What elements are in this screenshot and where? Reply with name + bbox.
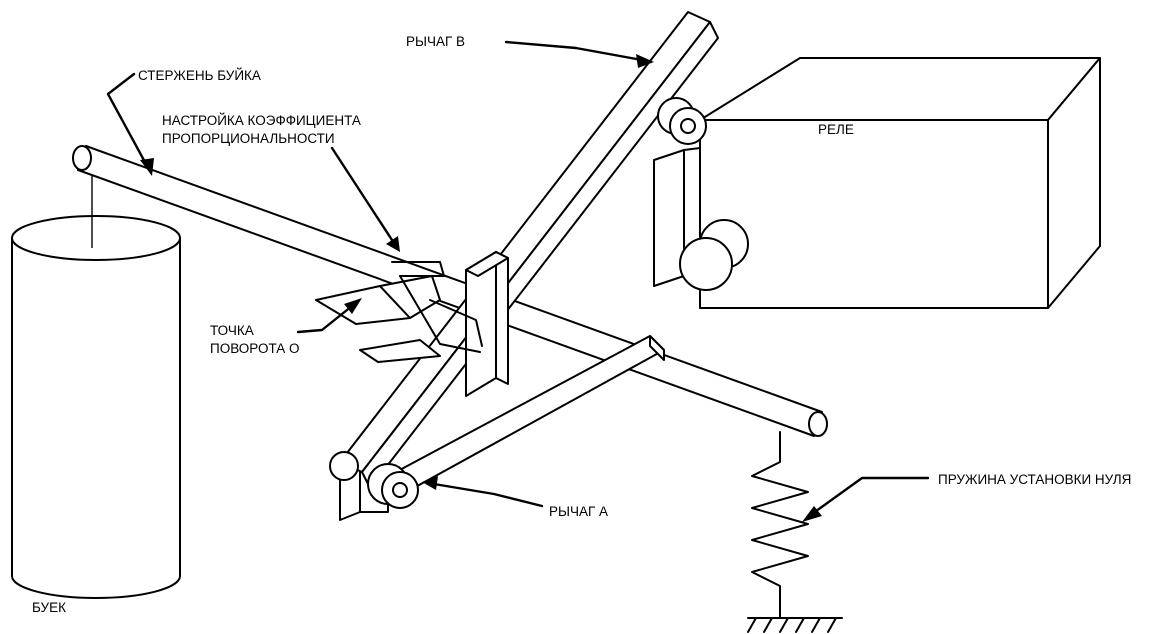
- leader-pivot: [296, 298, 362, 334]
- pivot-o: [315, 261, 483, 363]
- roller-lower: [329, 451, 419, 509]
- label-gain-adjust-line1: НАСТРОЙКА КОЭФФИЦИЕНТА: [162, 113, 361, 128]
- label-float: БУЕК: [32, 600, 66, 615]
- label-zero-spring: ПРУЖИНА УСТАНОВКИ НУЛЯ: [938, 472, 1131, 487]
- leader-gain-adjust: [330, 146, 400, 252]
- label-relay: РЕЛЕ: [818, 122, 854, 137]
- label-pivot-line2: ПОВОРОТА О: [210, 341, 300, 356]
- roller-relay: [679, 219, 749, 291]
- zero-spring: [751, 431, 809, 619]
- roller-upper: [657, 97, 707, 145]
- gain-adjust-block: [465, 251, 509, 397]
- leader-zero-spring: [802, 476, 930, 522]
- label-lever-a: РЫЧАГ А: [549, 504, 608, 519]
- leader-float-rod: [106, 72, 154, 176]
- label-gain-adjust-line2: ПРОПОРЦИОНАЛЬНОСТИ: [162, 131, 335, 146]
- float-cylinder: [11, 215, 181, 599]
- relay-box: [699, 57, 1101, 309]
- label-lever-b: РЫЧАГ В: [406, 34, 465, 49]
- leader-lever-a: [422, 476, 544, 508]
- leader-lever-b: [504, 40, 654, 68]
- ground-symbol: [747, 617, 843, 633]
- label-float-rod: СТЕРЖЕНЬ БУЙКА: [138, 68, 261, 83]
- label-pivot-line1: ТОЧКА: [210, 323, 254, 338]
